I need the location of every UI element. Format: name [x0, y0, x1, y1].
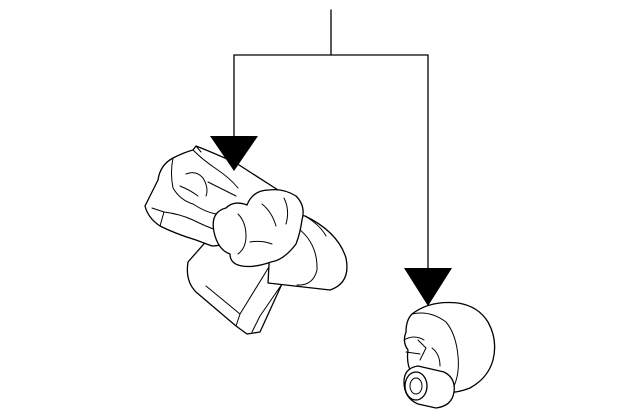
leader-arrow-icon: [210, 136, 258, 171]
leader-arrow-icon: [404, 268, 452, 306]
part-left-clip: [212, 188, 304, 268]
part-right: [403, 301, 496, 409]
part-right-nozzle-end: [404, 371, 428, 401]
leader-lines: [233, 9, 429, 273]
part-left: [144, 145, 348, 335]
